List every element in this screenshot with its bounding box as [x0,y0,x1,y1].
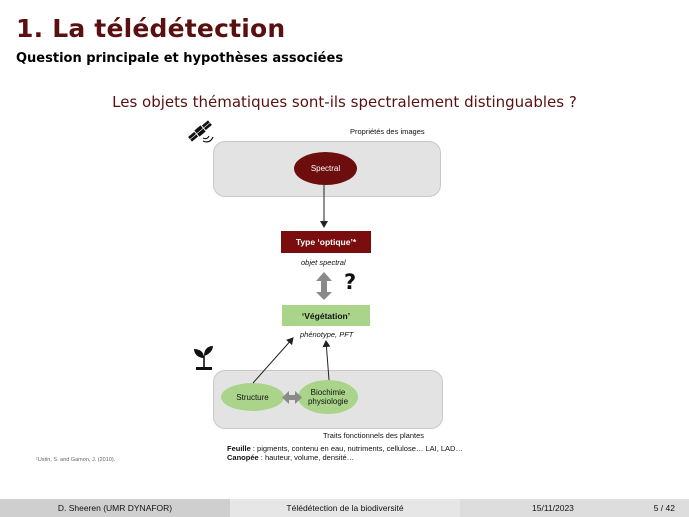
grey-double-arrow-vertical [316,272,332,300]
footer-right: 15/11/2023 5 / 42 [460,499,689,517]
main-question-text: Les objets thématiques sont-ils spectral… [112,93,577,111]
image-properties-label: Propriétés des images [350,127,425,136]
vegetation-box: ‘Végétation’ [282,305,370,326]
footer-author: D. Sheeren (UMR DYNAFOR) [0,499,230,517]
canopee-line: Canopée : hauteur, volume, densité… [227,453,463,462]
canopee-text: : hauteur, volume, densité… [258,453,355,462]
slide-footer: D. Sheeren (UMR DYNAFOR) Télédétection d… [0,499,689,517]
objet-spectral-label: objet spectral [301,258,346,267]
spectral-node: Spectral [294,152,357,185]
biochemistry-line2: physiologie [307,397,349,406]
feuille-label: Feuille [227,444,251,453]
biochemistry-line1: Biochimie [310,388,346,397]
plant-traits-label: Traits fonctionnels des plantes [323,431,425,440]
main-question: Les objets thématiques sont-ils spectral… [0,93,689,111]
type-optique-box: Type ‘optique’* [281,231,371,253]
slide-title: 1. La télédétection [16,14,286,43]
canopee-label: Canopée [227,453,259,462]
footer-page-number: 5 / 42 [653,503,675,513]
traits-details: Feuille : pigments, contenu en eau, nutr… [227,444,463,462]
question-mark: ? [344,270,357,294]
footer-date: 15/11/2023 [532,503,574,513]
footer-title: Télédétection de la biodiversité [230,499,460,517]
footnote: ¹Ustin, S. and Gamon, J. (2010). [36,457,116,463]
phenotype-label: phénotype, PFT [300,330,354,339]
slide-subtitle: Question principale et hypothèses associ… [16,51,344,66]
feuille-text: : pigments, contenu en eau, nutriments, … [250,444,463,453]
feuille-line: Feuille : pigments, contenu en eau, nutr… [227,444,463,453]
structure-node: Structure [221,383,284,411]
